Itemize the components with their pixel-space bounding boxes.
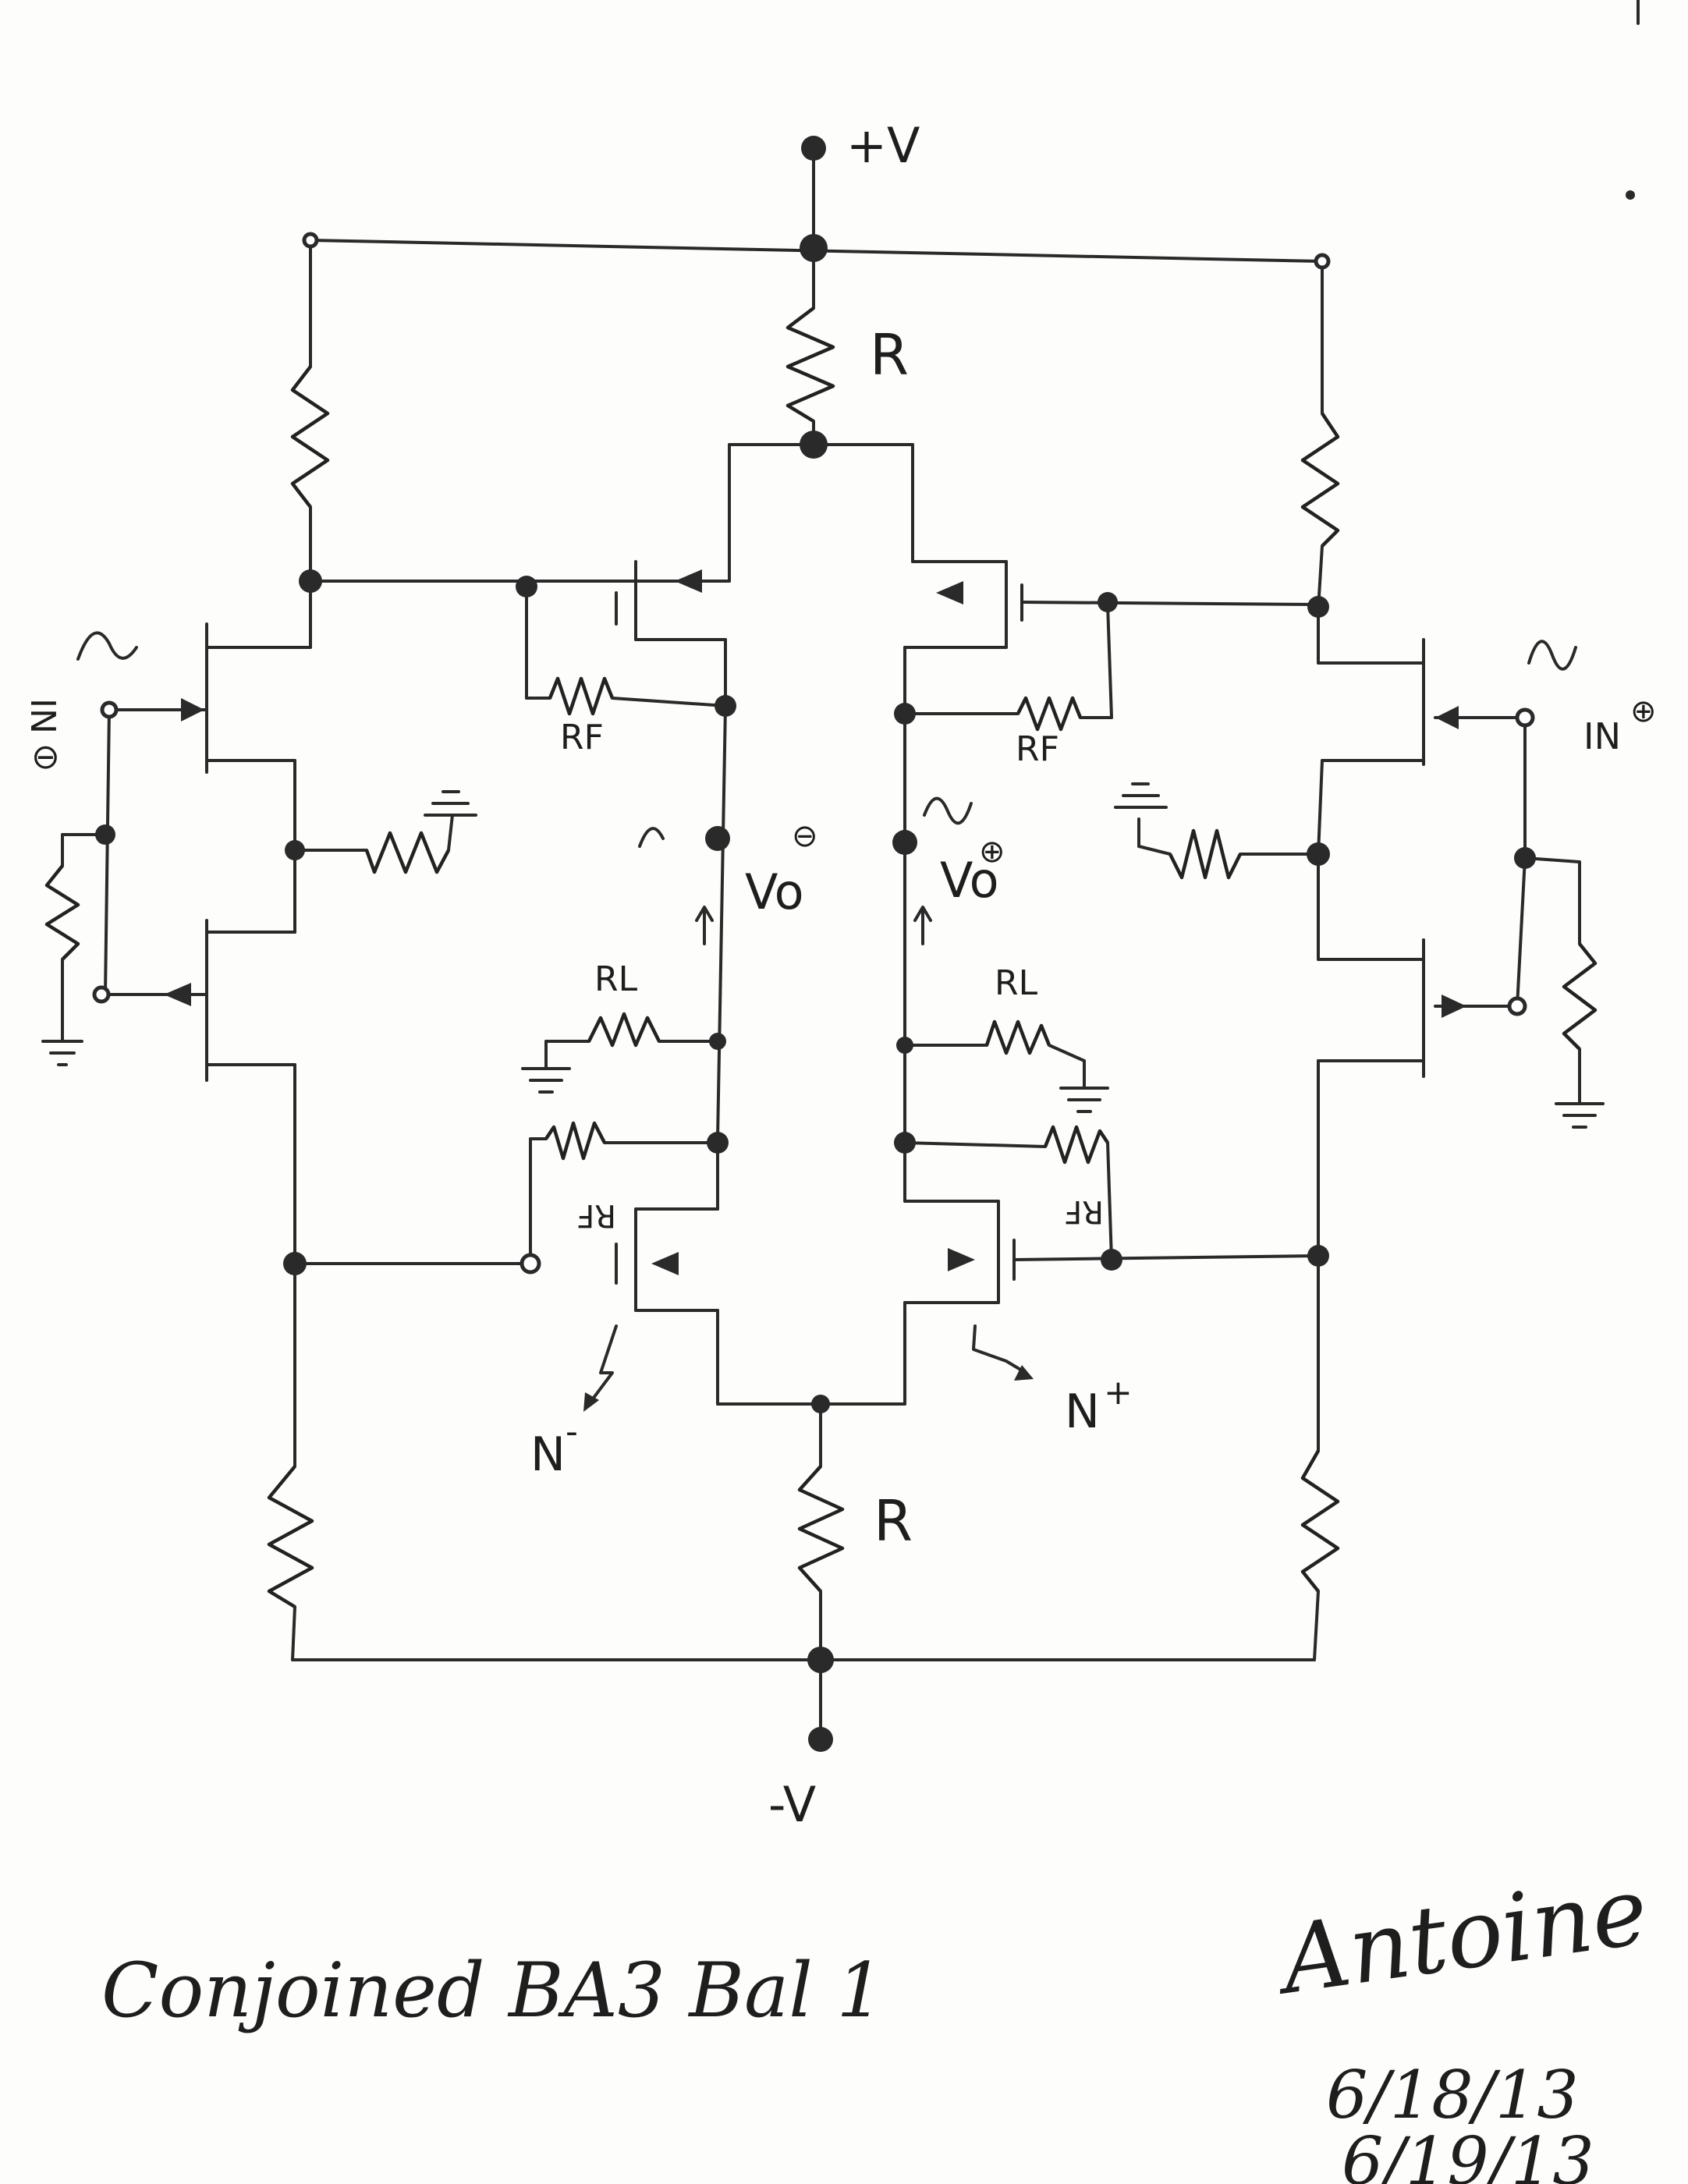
left-feedback-resistor-label: RF [560, 718, 604, 757]
scan-speck [1626, 190, 1635, 200]
date-first: 6/18/13 [1326, 2057, 1579, 2133]
right-input-sign: ⊕ [1630, 693, 1657, 729]
left-load-resistor-label: RL [594, 959, 638, 999]
n-minus-sign: - [566, 1412, 578, 1452]
right-output-sign: ⊕ [979, 834, 1005, 870]
negative-supply-label: -V [768, 1776, 816, 1833]
center-top-bus [728, 443, 914, 563]
right-output-label: Vo [940, 852, 999, 909]
left-branch [41, 239, 727, 1661]
right-lower-output-mosfet [903, 1145, 1016, 1304]
bottom-rail [291, 1658, 1316, 1733]
schematic-caption: Conjoined BA3 Bal 1 [101, 1947, 885, 2034]
n-minus-label: N [530, 1427, 566, 1482]
date-second: 6/19/13 [1342, 2123, 1594, 2184]
n-plus-sign: + [1104, 1373, 1133, 1413]
left-output-column [716, 704, 727, 1140]
top-center-resistor [785, 246, 835, 446]
left-input-sign: ⊖ [31, 737, 60, 777]
author-signature: Antoine [1268, 1857, 1654, 2017]
n-plus-arrow [972, 1324, 1034, 1381]
top-rail-resistor-label: R [870, 322, 909, 388]
n-minus-arrow [583, 1324, 618, 1412]
left-output-label: Vo [745, 863, 804, 920]
left-lower-feedback-resistor-label: RF [576, 1197, 616, 1233]
right-lower-feedback-resistor-label: RF [1064, 1193, 1104, 1229]
bottom-center-resistor [797, 1402, 845, 1661]
n-plus-label: N [1065, 1384, 1100, 1439]
left-lower-output-mosfet [615, 1137, 719, 1312]
right-branch [903, 260, 1605, 1661]
center-bottom-bus [716, 1301, 906, 1406]
left-upper-output-mosfet [615, 560, 731, 707]
junction-dots [92, 136, 1536, 1752]
left-input-label: IN [23, 698, 62, 734]
right-upper-output-mosfet [903, 560, 1023, 715]
left-output-sign: ⊖ [792, 818, 818, 854]
waveform-marks [76, 631, 1577, 848]
right-output-arrow [913, 906, 932, 945]
positive-supply-label: +V [846, 117, 920, 174]
bottom-rail-resistor-label: R [874, 1488, 913, 1554]
left-output-arrow [695, 906, 714, 945]
right-load-resistor-label: RL [995, 963, 1038, 1003]
right-feedback-resistor-label: RF [1016, 729, 1059, 769]
right-input-label: IN [1583, 715, 1621, 757]
